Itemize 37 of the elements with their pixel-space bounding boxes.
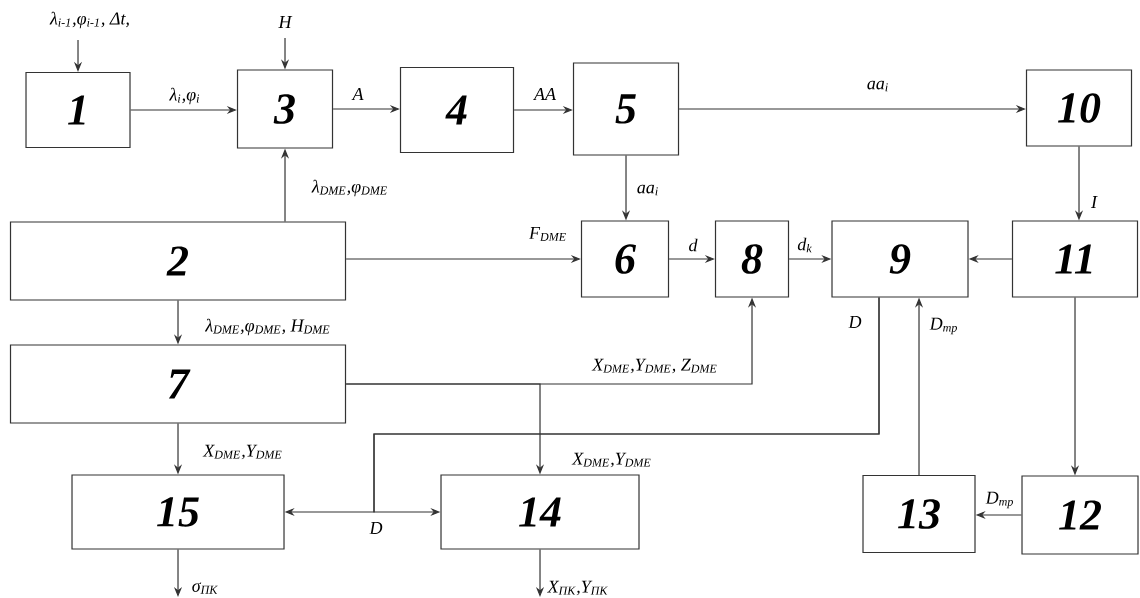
- edge-label: λ$_{i-1}$,φ$_{i-1}$, Δt,: [48, 9, 132, 31]
- edge-label: σ$_{ПК}$: [189, 580, 221, 596]
- process-box: 2: [9, 221, 347, 301]
- edge-label: X$_{ПК}$,Y$_{ПК}$: [545, 578, 611, 598]
- edge-label: I: [1089, 194, 1099, 210]
- edge-label: D: [846, 314, 864, 330]
- process-box: 15: [71, 474, 285, 550]
- edge-label: X$_{DME}$,Y$_{DME}$: [570, 450, 654, 470]
- edge-label: d$_{k}$: [795, 235, 815, 255]
- edge-label: d: [686, 236, 700, 254]
- process-box: 13: [862, 474, 976, 554]
- edge-label: X$_{DME}$,Y$_{DME}$, Z$_{DME}$: [590, 356, 720, 376]
- edge-label: D$_{тр}$: [927, 315, 961, 337]
- edge-label: aa$_{i}$: [864, 78, 892, 94]
- process-box: 14: [440, 474, 640, 550]
- edge-label: D$_{тр}$: [983, 489, 1017, 511]
- edge-label: D: [367, 520, 385, 536]
- process-box: 3: [236, 69, 334, 149]
- process-box: 11: [1011, 220, 1139, 298]
- edge-label: AA: [532, 86, 558, 102]
- process-box: 8: [714, 220, 790, 298]
- process-box: 1: [25, 71, 131, 149]
- process-box: 4: [399, 66, 515, 154]
- process-box: 5: [572, 62, 680, 156]
- process-box: 9: [831, 220, 969, 298]
- edge-label: aa$_{i}$: [634, 182, 662, 198]
- edge-label: H: [276, 14, 294, 30]
- process-box: 6: [580, 220, 670, 298]
- edge-label: A: [350, 86, 366, 102]
- process-box: 12: [1021, 475, 1139, 555]
- process-box: 10: [1025, 69, 1133, 147]
- edge-label: X$_{DME}$,Y$_{DME}$: [201, 442, 285, 462]
- edge-label: F$_{DME}$: [527, 225, 569, 243]
- edge-label: λ$_{i}$,φ$_{i}$: [167, 85, 203, 107]
- edge-label: λ$_{DME}$,φ$_{DME}$: [309, 177, 391, 199]
- edge-label: λ$_{DME}$,φ$_{DME}$, H$_{DME}$: [203, 316, 333, 338]
- process-box: 7: [9, 344, 347, 424]
